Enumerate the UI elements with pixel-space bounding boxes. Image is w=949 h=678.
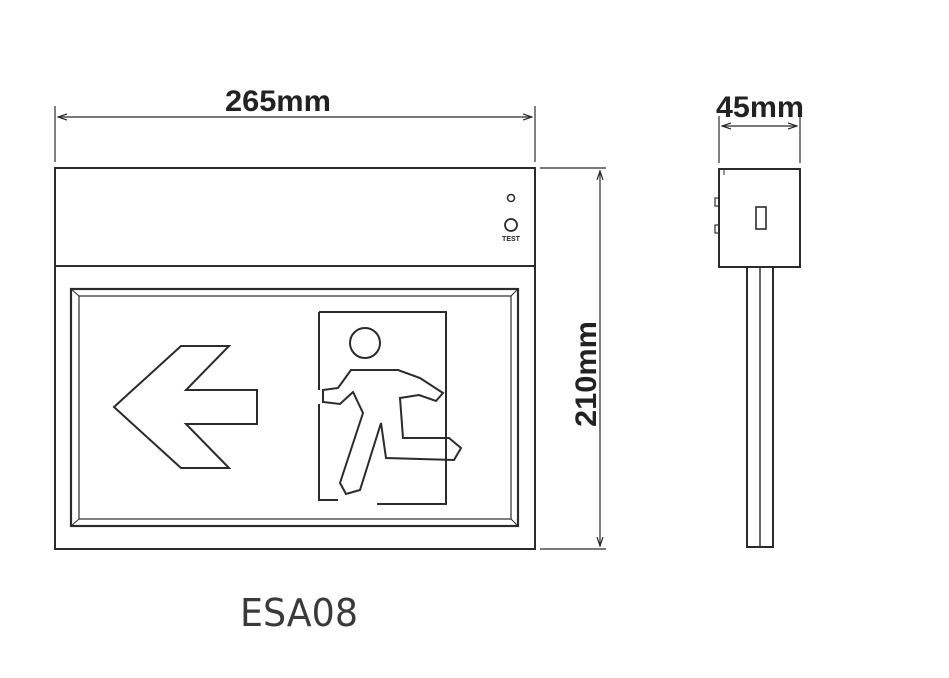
- depth-dimension: [718, 116, 801, 163]
- test-button[interactable]: [504, 218, 518, 232]
- frame-corner-tr: [510, 288, 519, 297]
- arrow-left-icon: [112, 345, 258, 469]
- frame-corner-bl: [70, 518, 80, 527]
- width-dimension: [54, 106, 536, 162]
- side-switch-icon: [755, 206, 767, 230]
- sign-panel-inner: [78, 295, 512, 520]
- side-mount-tab-1: [714, 197, 720, 207]
- front-view: [54, 167, 536, 550]
- side-mount-tab-2: [714, 224, 720, 234]
- housing-top: [54, 167, 536, 267]
- height-label: 210mm: [570, 321, 603, 427]
- frame-corner-br: [510, 518, 519, 527]
- running-man-icon: [322, 327, 463, 496]
- exit-door-icon: [318, 311, 447, 505]
- sign-panel-outer: [54, 265, 536, 550]
- test-button-label: TEST: [502, 236, 521, 243]
- sign-panel-frame: [69, 287, 520, 528]
- depth-label: 45mm: [716, 91, 804, 124]
- width-label: 265mm: [225, 85, 331, 118]
- indicator-led: [506, 193, 516, 203]
- height-dimension: [540, 167, 606, 550]
- side-housing: [718, 168, 801, 268]
- side-view: [714, 168, 801, 548]
- frame-corner-tl: [70, 288, 80, 297]
- model-name: ESA08: [240, 591, 358, 635]
